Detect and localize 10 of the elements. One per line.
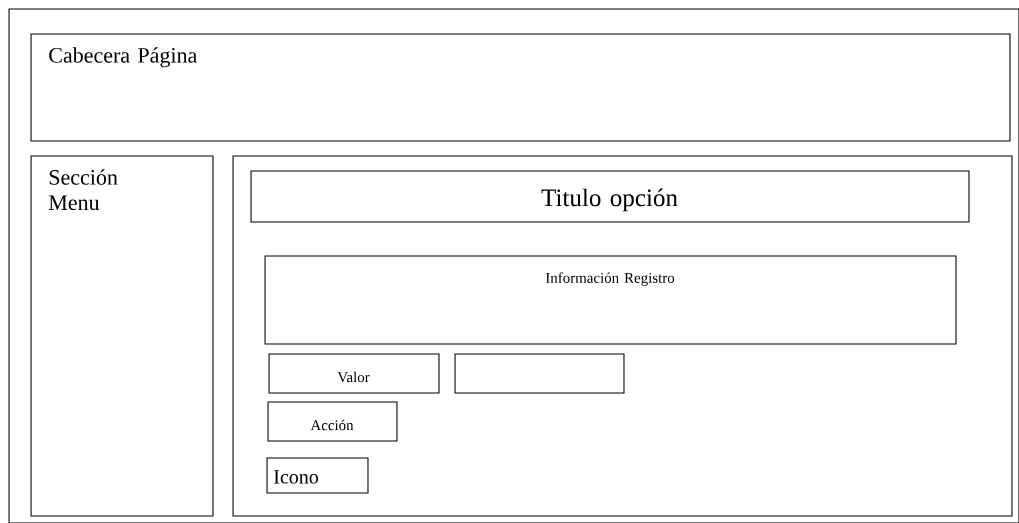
value-box: Valor — [268, 353, 440, 394]
page-frame — [8, 8, 1019, 523]
input-field — [454, 353, 625, 394]
content-panel — [232, 155, 1013, 517]
action-button: Acción — [267, 401, 398, 442]
header-box: Cabecera Página — [30, 33, 1011, 142]
icon-box: Icono — [266, 457, 369, 494]
title-box: Titulo opción — [250, 170, 970, 223]
menu-panel: Sección Menu — [30, 155, 214, 517]
info-box: Información Registro — [264, 255, 957, 345]
